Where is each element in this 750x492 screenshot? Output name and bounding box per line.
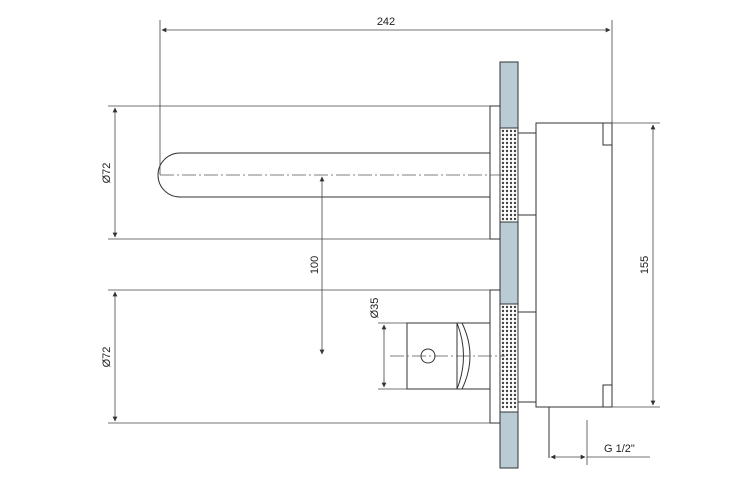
dimension-knob-diameter: Ø35 — [369, 298, 407, 390]
dimension-box-height: 155 — [612, 122, 660, 408]
concealed-box — [518, 122, 613, 458]
label-total-length: 242 — [377, 16, 395, 28]
label-spacing: 100 — [309, 256, 321, 274]
spout — [157, 152, 505, 198]
threaded-sleeves — [499, 127, 519, 413]
wall-plates — [489, 105, 501, 424]
label-box-height: 155 — [639, 256, 651, 274]
label-knob-diameter: Ø35 — [369, 298, 381, 319]
label-handle-diameter: Ø72 — [101, 347, 113, 368]
dimension-total-length: 242 — [159, 16, 613, 175]
mixer-handle — [390, 322, 505, 390]
dimension-spout-diameter: Ø72 — [101, 105, 490, 240]
dimension-thread: G 1/2" — [550, 420, 650, 465]
wall — [499, 61, 519, 469]
label-thread: G 1/2" — [604, 443, 635, 455]
dimension-handle-diameter: Ø72 — [101, 289, 490, 424]
dimension-spacing: 100 — [309, 176, 325, 355]
label-spout-diameter: Ø72 — [101, 163, 113, 184]
